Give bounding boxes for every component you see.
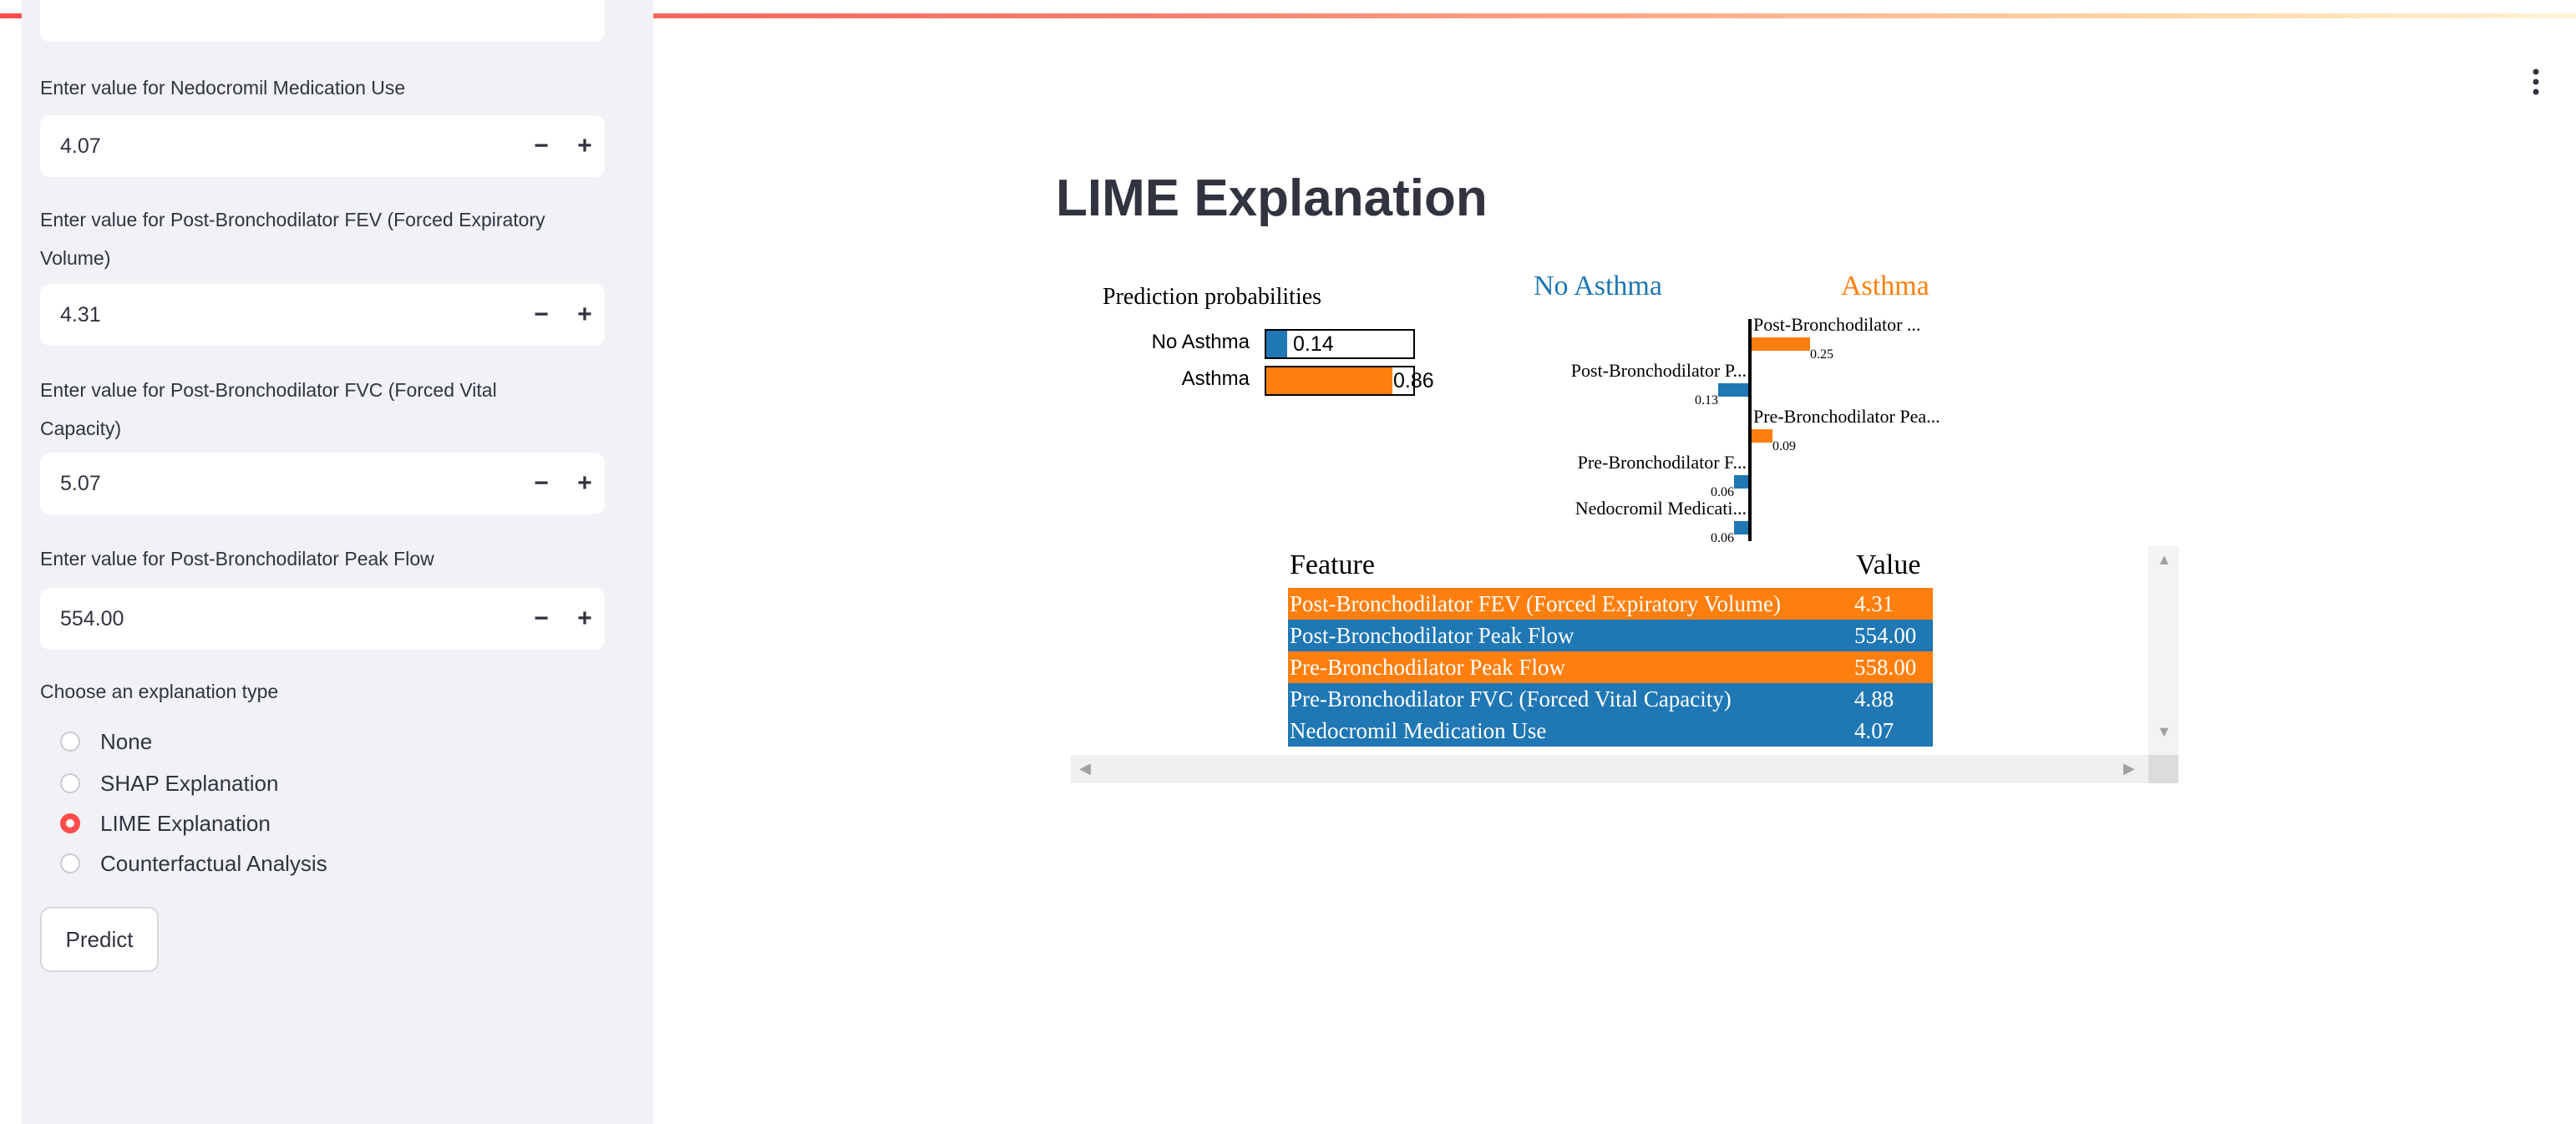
increment-button[interactable]: +: [577, 469, 592, 497]
scrollbar-corner: [2148, 755, 2178, 783]
increment-button[interactable]: +: [577, 132, 592, 159]
table-cell-feature: Nedocromil Medication Use: [1290, 718, 1547, 743]
lime-feature-label: Pre-Bronchodilator Pea...: [1753, 406, 1940, 427]
lime-weight-value: 0.06: [1711, 485, 1734, 499]
prob-label-asthma: Asthma: [1181, 367, 1250, 390]
explanation-type-label: Choose an explanation type: [40, 681, 279, 702]
lime-zero-axis: [1748, 319, 1752, 541]
radio-label[interactable]: LIME Explanation: [100, 811, 271, 836]
table-row: Post-Bronchodilator Peak Flow 554.00: [1288, 620, 1933, 651]
radio-circle[interactable]: [60, 732, 80, 752]
prob-value-no-asthma: 0.14: [1293, 332, 1334, 356]
table-cell-value: 4.31: [1854, 591, 1894, 616]
table-cell-feature: Post-Bronchodilator FEV (Forced Expirato…: [1290, 591, 1781, 616]
table-row: Nedocromil Medication Use 4.07: [1288, 715, 1933, 747]
scroll-down-icon[interactable]: ▼: [2157, 723, 2172, 740]
radio-label[interactable]: Counterfactual Analysis: [100, 851, 327, 876]
number-input-previous[interactable]: [40, 0, 605, 42]
class-header-asthma: Asthma: [1841, 271, 1929, 301]
input-value[interactable]: 5.07: [60, 472, 101, 495]
input-label-post-peak-flow: Enter value for Post-Bronchodilator Peak…: [40, 548, 434, 570]
radio-circle-selected[interactable]: [60, 813, 80, 833]
table-header-value: Value: [1856, 549, 1921, 580]
decrement-button[interactable]: −: [534, 301, 549, 328]
radio-circle[interactable]: [60, 773, 80, 793]
input-label-nedocromil: Enter value for Nedocromil Medication Us…: [40, 77, 406, 99]
page-title: LIME Explanation: [1056, 170, 1488, 227]
predict-button[interactable]: Predict: [40, 907, 159, 972]
lime-weight-value: 0.06: [1711, 531, 1734, 545]
lime-feature-label: Post-Bronchodilator P...: [1570, 360, 1747, 381]
prob-label-no-asthma: No Asthma: [1151, 331, 1250, 353]
scroll-right-icon[interactable]: ▶: [2123, 760, 2135, 777]
table-cell-value: 558.00: [1854, 655, 1917, 680]
number-input-post-peak-flow[interactable]: 554.00 − +: [40, 588, 605, 650]
top-decoration-bar: [0, 13, 2576, 18]
lime-weight-bar: [1734, 475, 1748, 489]
input-value[interactable]: 4.07: [60, 134, 101, 158]
table-row: Post-Bronchodilator FEV (Forced Expirato…: [1288, 588, 1933, 620]
lime-feature-label: Pre-Bronchodilator F...: [1577, 452, 1747, 473]
lime-weight-value: 0.09: [1772, 439, 1796, 453]
scroll-left-icon[interactable]: ◀: [1079, 760, 1091, 777]
lime-feature-label: Post-Bronchodilator ...: [1753, 314, 1921, 335]
input-value[interactable]: 4.31: [60, 303, 101, 327]
lime-weight-bar: [1752, 337, 1810, 351]
prob-value-asthma: 0.86: [1393, 369, 1434, 392]
horizontal-scrollbar[interactable]: ◀ ▶: [1071, 755, 2148, 783]
vertical-ellipsis-icon[interactable]: [2531, 67, 2541, 100]
decrement-button[interactable]: −: [534, 132, 549, 159]
increment-button[interactable]: +: [577, 605, 592, 632]
vertical-scrollbar[interactable]: ▲ ▼: [2148, 546, 2178, 755]
decrement-button[interactable]: −: [534, 605, 549, 632]
table-cell-feature: Pre-Bronchodilator FVC (Forced Vital Cap…: [1290, 686, 1732, 711]
radio-label[interactable]: None: [100, 729, 153, 754]
input-label-post-fvc: Enter value for Post-Bronchodilator FVC …: [40, 379, 497, 439]
prediction-probabilities-title: Prediction probabilities: [1103, 284, 1322, 310]
prob-fill: [1266, 367, 1392, 394]
lime-weight-value: 0.13: [1695, 393, 1718, 408]
class-header-no-asthma: No Asthma: [1534, 271, 1662, 301]
lime-weight-bar: [1752, 429, 1772, 443]
table-cell-feature: Post-Bronchodilator Peak Flow: [1290, 623, 1575, 648]
table-row: Pre-Bronchodilator Peak Flow 558.00: [1288, 651, 1933, 683]
number-input-post-fev[interactable]: 4.31 − +: [40, 284, 605, 346]
increment-button[interactable]: +: [577, 301, 592, 328]
input-value[interactable]: 554.00: [60, 607, 124, 630]
lime-weight-bar: [1734, 521, 1748, 534]
lime-feature-label: Nedocromil Medicati...: [1575, 498, 1747, 519]
lime-weight-bar: [1718, 383, 1748, 397]
table-row: Pre-Bronchodilator FVC (Forced Vital Cap…: [1288, 683, 1933, 715]
prob-fill: [1266, 331, 1287, 357]
radio-label[interactable]: SHAP Explanation: [100, 771, 279, 796]
table-cell-value: 554.00: [1854, 623, 1917, 648]
input-label-post-fev: Enter value for Post-Bronchodilator FEV …: [40, 209, 545, 269]
table-cell-value: 4.07: [1854, 718, 1894, 743]
lime-weight-value: 0.25: [1810, 347, 1833, 362]
number-input-nedocromil[interactable]: 4.07 − +: [40, 115, 605, 177]
prob-bar-no-asthma: [1265, 329, 1415, 359]
number-input-post-fvc[interactable]: 5.07 − +: [40, 453, 605, 514]
table-cell-feature: Pre-Bronchodilator Peak Flow: [1290, 655, 1565, 680]
decrement-button[interactable]: −: [534, 469, 549, 497]
radio-circle[interactable]: [60, 853, 80, 873]
scroll-up-icon[interactable]: ▲: [2157, 551, 2172, 568]
table-cell-value: 4.88: [1854, 686, 1894, 711]
table-header-feature: Feature: [1290, 549, 1375, 580]
prob-bar-asthma: [1265, 366, 1415, 396]
